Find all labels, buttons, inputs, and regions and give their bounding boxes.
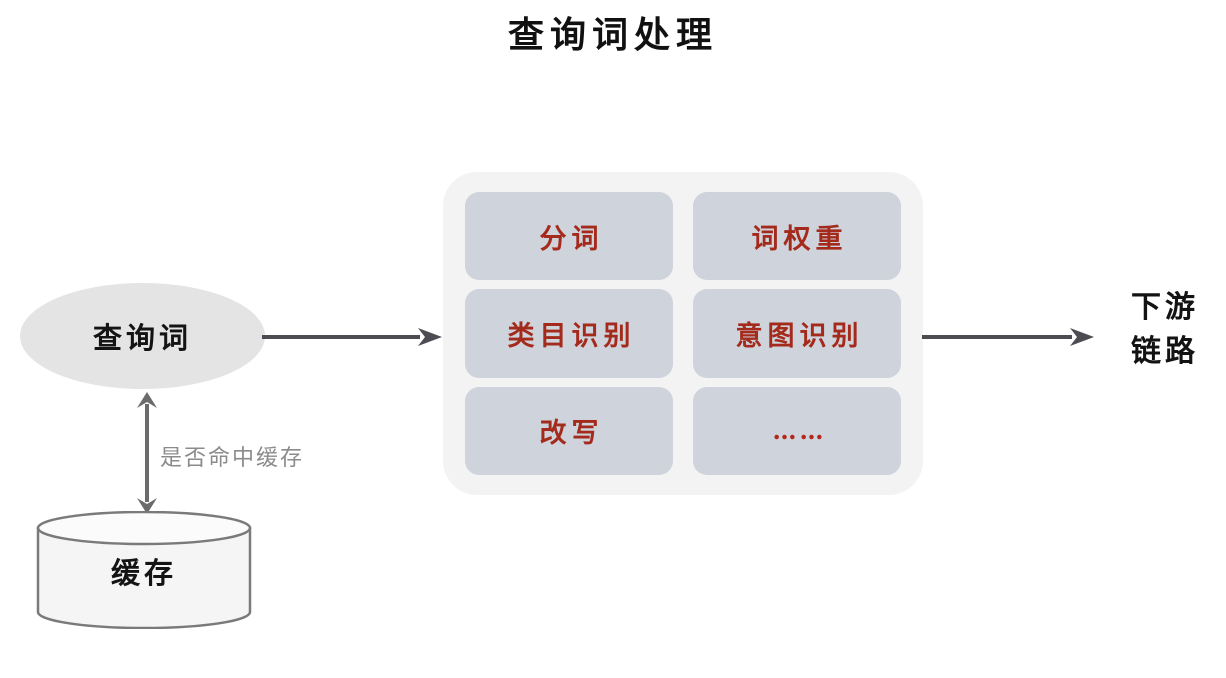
processing-cell-label: 改写 bbox=[539, 418, 604, 450]
processing-cell-label: 词权重 bbox=[751, 223, 848, 255]
downstream-line-2: 链路 bbox=[1131, 334, 1199, 369]
page-title: 查询词处理 bbox=[507, 14, 718, 56]
arrow-panel-to-downstream bbox=[922, 326, 1094, 348]
processing-cell-term-weight[interactable]: 词权重 bbox=[693, 192, 901, 281]
cache-hit-arrow bbox=[126, 392, 168, 514]
processing-grid: 分词 词权重 类目识别 意图识别 改写 …… bbox=[465, 192, 901, 475]
processing-cell-label: 类目识别 bbox=[507, 320, 636, 352]
processing-cell-more[interactable]: …… bbox=[693, 386, 901, 475]
processing-cell-label: 分词 bbox=[539, 223, 604, 255]
processing-cell-intent-recognition[interactable]: 意图识别 bbox=[693, 289, 901, 378]
query-node: 查询词 bbox=[20, 283, 265, 389]
downstream-line-1: 下游 bbox=[1131, 290, 1199, 325]
processing-cell-category-recognition[interactable]: 类目识别 bbox=[465, 289, 673, 378]
processing-cell-tokenization[interactable]: 分词 bbox=[465, 192, 673, 281]
processing-panel: 分词 词权重 类目识别 意图识别 改写 …… bbox=[443, 172, 923, 495]
query-node-label: 查询词 bbox=[92, 321, 192, 355]
cache-node-label: 缓存 bbox=[110, 556, 177, 590]
processing-cell-label: …… bbox=[772, 416, 827, 446]
processing-cell-label: 意图识别 bbox=[735, 320, 864, 352]
processing-cell-rewrite[interactable]: 改写 bbox=[465, 386, 673, 475]
cache-node bbox=[36, 511, 252, 629]
arrow-query-to-panel bbox=[262, 326, 442, 348]
downstream-node: 下游 链路 bbox=[1104, 286, 1222, 374]
cache-hit-label: 是否命中缓存 bbox=[160, 446, 305, 471]
